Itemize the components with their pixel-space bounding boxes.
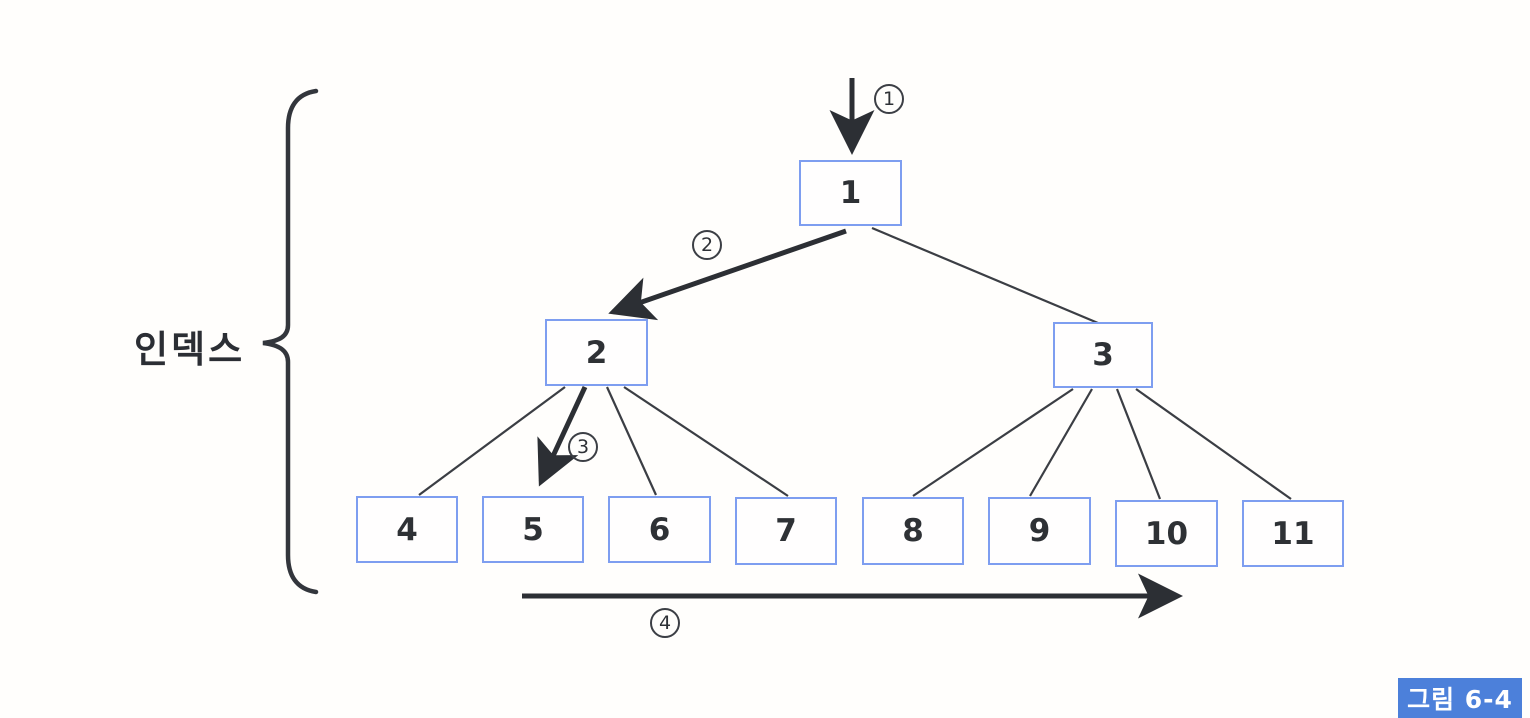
edge-2-6 bbox=[605, 386, 658, 496]
tree-node-6: 6 bbox=[608, 496, 711, 563]
index-label: 인덱스 bbox=[134, 328, 246, 371]
tree-node-3: 3 bbox=[1053, 322, 1153, 388]
edge-3-11 bbox=[1135, 388, 1292, 500]
step-marker-1: 1 bbox=[874, 84, 904, 114]
curly-brace-icon bbox=[262, 88, 319, 595]
tree-node-10: 10 bbox=[1115, 500, 1218, 567]
edge-3-8 bbox=[912, 388, 1074, 497]
step-marker-3: 3 bbox=[568, 432, 598, 462]
step-marker-4: 4 bbox=[650, 608, 680, 638]
tree-node-9: 9 bbox=[988, 497, 1091, 565]
tree-node-2: 2 bbox=[545, 319, 648, 386]
arrow-step2 bbox=[608, 228, 847, 321]
tree-node-8: 8 bbox=[862, 497, 964, 565]
edge-2-7 bbox=[623, 386, 789, 497]
edge-2-4 bbox=[418, 386, 566, 496]
tree-node-1: 1 bbox=[799, 160, 902, 226]
edge-3-9 bbox=[1029, 388, 1093, 497]
figure-badge: 그림 6-4 bbox=[1398, 678, 1522, 718]
tree-node-5: 5 bbox=[482, 496, 584, 563]
step-marker-2: 2 bbox=[692, 230, 722, 260]
edge-3-10 bbox=[1115, 388, 1162, 500]
tree-node-4: 4 bbox=[356, 496, 458, 563]
edge-1-3 bbox=[871, 226, 1099, 325]
tree-node-7: 7 bbox=[735, 497, 837, 565]
tree-node-11: 11 bbox=[1242, 500, 1344, 567]
